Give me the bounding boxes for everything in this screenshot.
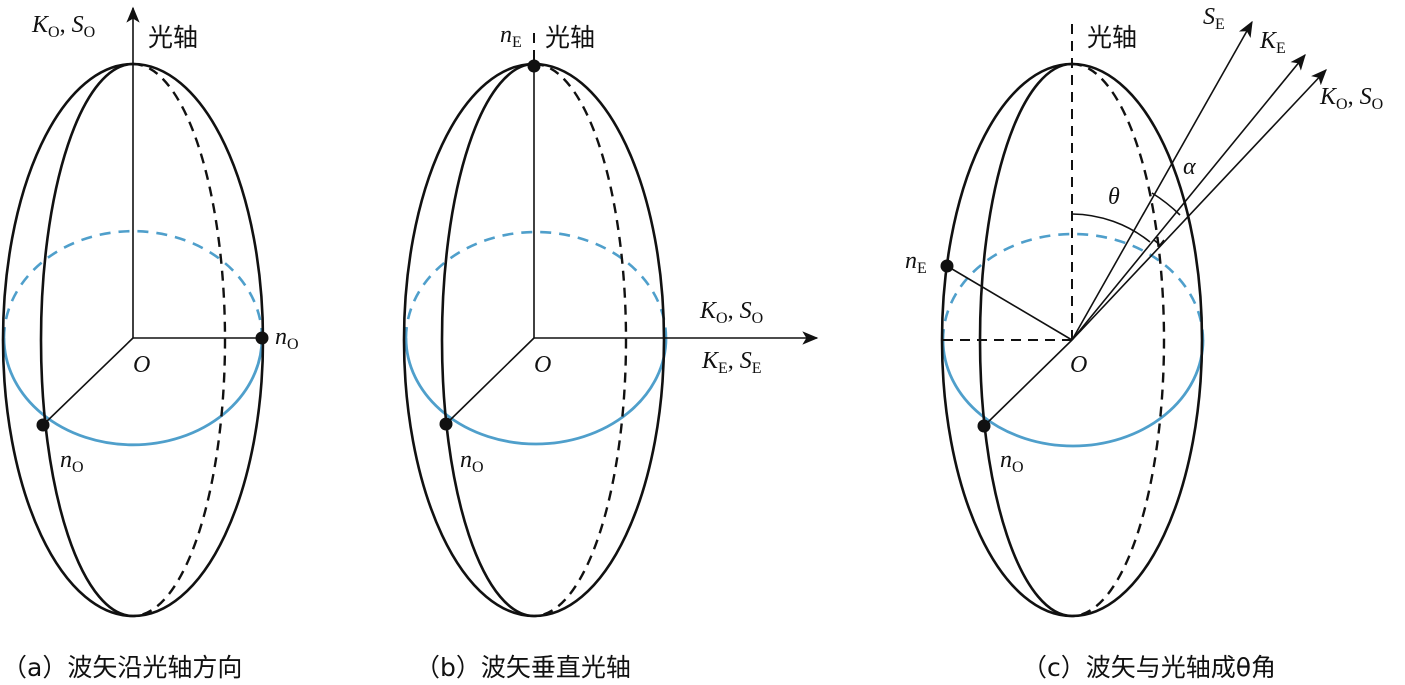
label-optic-axis: 光轴 xyxy=(148,23,198,52)
radius-n-e xyxy=(946,265,1073,341)
label-theta: θ xyxy=(1108,184,1120,210)
right-angle-mark xyxy=(1153,239,1165,247)
radius-front xyxy=(42,337,134,426)
vector-k-o-s-o xyxy=(1071,69,1327,341)
panel-c: 光轴 SE KE KO, SO α θ nE O nO （c）波矢与光轴成θ角 xyxy=(905,4,1383,682)
meridian-front xyxy=(39,62,134,618)
label-optic-axis: 光轴 xyxy=(545,23,595,52)
label-n-e-top: nE xyxy=(500,22,522,51)
circle-front-solid xyxy=(404,337,668,446)
panel-b: nE 光轴 O KO, SO KE, SE nO （b）波矢垂直光轴 xyxy=(402,22,819,682)
label-alpha: α xyxy=(1183,154,1196,180)
meridian-back-dashed xyxy=(132,62,227,618)
point-n-o-right xyxy=(255,331,269,345)
meridian-front xyxy=(440,62,535,618)
label-origin: O xyxy=(1070,352,1087,378)
label-optic-axis: 光轴 xyxy=(1087,23,1137,52)
label-vec-upper: KO, SO xyxy=(699,298,763,327)
point-n-o-front xyxy=(36,418,50,432)
radius-front xyxy=(983,339,1073,427)
label-k-e: KE xyxy=(1259,28,1286,57)
theta-arc xyxy=(1071,213,1151,243)
label-n-o-front: nO xyxy=(460,447,484,476)
label-s-e: SE xyxy=(1203,4,1225,33)
label-top-vector: KO, SO xyxy=(31,12,95,41)
panel-a: KO, SO 光轴 O nO nO （a）波矢沿光轴方向 xyxy=(1,6,299,682)
label-n-o-front: nO xyxy=(60,447,84,476)
circle-front-solid xyxy=(2,337,264,447)
caption-a: （a）波矢沿光轴方向 xyxy=(2,653,242,682)
circle-front-solid xyxy=(941,339,1205,448)
point-n-o-front xyxy=(977,419,991,433)
meridian-front xyxy=(978,62,1073,618)
label-vec-lower: KE, SE xyxy=(701,348,762,377)
point-n-e xyxy=(940,259,954,273)
label-n-o-front: nO xyxy=(1000,447,1024,476)
point-n-o-front xyxy=(439,417,453,431)
label-k-o-s-o: KO, SO xyxy=(1319,84,1383,113)
vector-k-e xyxy=(1071,53,1306,341)
alpha-arc xyxy=(1151,192,1181,216)
meridian-back-dashed xyxy=(1071,62,1166,618)
label-origin: O xyxy=(133,352,150,378)
label-origin: O xyxy=(534,352,551,378)
point-n-e-top xyxy=(527,59,541,73)
label-n-o-right: nO xyxy=(275,324,299,353)
label-n-e: nE xyxy=(905,248,927,277)
vector-s-e xyxy=(1071,20,1253,341)
caption-c: （c）波矢与光轴成θ角 xyxy=(1022,653,1276,682)
radius-front xyxy=(445,337,535,425)
caption-b: （b）波矢垂直光轴 xyxy=(415,653,631,682)
meridian-back-dashed xyxy=(533,62,628,618)
